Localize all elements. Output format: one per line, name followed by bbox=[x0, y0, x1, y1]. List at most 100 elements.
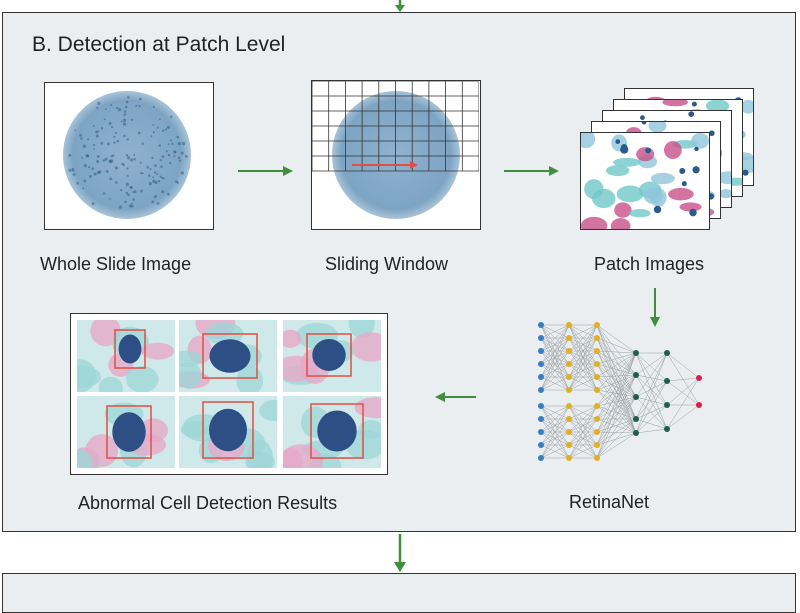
slide-speck bbox=[156, 202, 160, 205]
slide-speck bbox=[82, 144, 86, 148]
slide-speck bbox=[96, 106, 99, 109]
label-retinanet: RetinaNet bbox=[569, 492, 650, 512]
slide-speck bbox=[120, 120, 123, 123]
slide-speck bbox=[146, 166, 150, 169]
patch-cell bbox=[691, 133, 709, 149]
slide-speck bbox=[142, 172, 144, 175]
slide-speck bbox=[126, 138, 129, 141]
slide-speck bbox=[138, 97, 142, 101]
slide-speck bbox=[124, 200, 127, 204]
slide-speck bbox=[151, 200, 155, 204]
result-tile bbox=[77, 320, 175, 392]
slide-speck bbox=[138, 131, 141, 134]
slide-speck bbox=[132, 191, 135, 193]
slide-speck bbox=[130, 158, 134, 162]
result-cell bbox=[354, 397, 381, 419]
slide-speck bbox=[92, 125, 95, 127]
slide-speck bbox=[127, 96, 130, 99]
slide-speck bbox=[152, 176, 155, 179]
label-results: Abnormal Cell Detection Results bbox=[78, 493, 338, 513]
slide-speck bbox=[91, 202, 95, 206]
slide-speck bbox=[93, 172, 97, 176]
top-connector-head bbox=[395, 5, 405, 12]
patch-cell bbox=[605, 165, 630, 177]
patch-nucleus bbox=[620, 145, 629, 154]
patch-nucleus bbox=[708, 130, 715, 137]
slide-speck bbox=[115, 131, 118, 134]
slide-speck bbox=[133, 190, 137, 194]
patch-cell bbox=[705, 100, 730, 113]
slide-speck bbox=[166, 192, 170, 196]
result-tile bbox=[77, 396, 175, 468]
slide-speck bbox=[128, 204, 132, 208]
slide-speck bbox=[130, 118, 134, 121]
patch-nucleus bbox=[691, 101, 697, 107]
label-patch-images: Patch Images bbox=[594, 254, 705, 274]
slide-speck bbox=[102, 192, 106, 195]
slide-speck bbox=[140, 171, 143, 175]
slide-speck bbox=[95, 134, 99, 138]
patch-cell bbox=[581, 133, 596, 149]
slide-speck bbox=[116, 139, 120, 143]
patch-cell bbox=[629, 208, 651, 218]
patch-cell bbox=[643, 187, 663, 204]
slide-speck bbox=[133, 157, 136, 161]
slide-disc-graphic bbox=[63, 91, 191, 219]
slide-speck bbox=[89, 174, 92, 178]
patch-cell bbox=[740, 99, 753, 114]
slide-speck bbox=[148, 181, 152, 186]
slide-speck bbox=[153, 171, 157, 174]
result-tiles bbox=[77, 320, 381, 468]
patch-cell bbox=[664, 141, 682, 160]
slide-speck bbox=[156, 173, 159, 175]
slide-speck bbox=[82, 187, 85, 190]
patch-nucleus bbox=[653, 205, 662, 214]
slide-speck bbox=[120, 188, 123, 192]
slide-speck bbox=[138, 104, 141, 108]
detection-box bbox=[202, 333, 258, 379]
result-cells bbox=[180, 399, 277, 468]
slide-speck bbox=[105, 108, 107, 111]
label-sliding-window: Sliding Window bbox=[325, 254, 449, 274]
slide-speck bbox=[160, 165, 163, 168]
slide-speck bbox=[152, 105, 155, 108]
patch-nucleus bbox=[641, 122, 647, 125]
patch-nucleus bbox=[681, 181, 687, 187]
result-cell bbox=[358, 420, 381, 439]
slide-speck bbox=[96, 155, 100, 158]
result-cells bbox=[283, 320, 381, 385]
patch-cell bbox=[668, 187, 694, 201]
slide-speck bbox=[180, 151, 184, 155]
slide-speck bbox=[139, 161, 142, 164]
patch-cell bbox=[636, 147, 655, 162]
slide-speck bbox=[182, 141, 186, 146]
next-panel bbox=[2, 573, 796, 613]
slide-speck bbox=[157, 180, 161, 183]
slide-speck bbox=[74, 129, 77, 132]
patch-cell bbox=[613, 157, 641, 167]
slide-speck bbox=[92, 148, 95, 151]
detection-box bbox=[202, 401, 254, 459]
slide-specks bbox=[68, 96, 188, 209]
result-tile bbox=[283, 320, 381, 392]
slide-speck bbox=[132, 198, 135, 202]
slide-speck bbox=[158, 144, 162, 147]
slide-speck bbox=[130, 202, 133, 205]
slide-speck bbox=[147, 174, 151, 177]
slide-speck bbox=[123, 110, 127, 113]
slide-speck bbox=[110, 154, 114, 158]
abnormal-cell bbox=[209, 339, 251, 373]
slide-speck bbox=[102, 159, 106, 162]
slide-speck bbox=[152, 131, 155, 134]
patch-cell bbox=[584, 179, 604, 200]
patch-cell bbox=[718, 188, 731, 199]
patch-nucleus bbox=[679, 168, 686, 175]
slide-speck bbox=[110, 125, 114, 128]
patch-nucleus bbox=[694, 146, 699, 152]
detection-box bbox=[306, 333, 352, 377]
slide-speck bbox=[114, 166, 119, 170]
result-cells bbox=[283, 397, 381, 468]
slide-speck bbox=[122, 118, 127, 122]
slide-speck bbox=[169, 139, 172, 142]
slide-speck bbox=[126, 167, 129, 170]
